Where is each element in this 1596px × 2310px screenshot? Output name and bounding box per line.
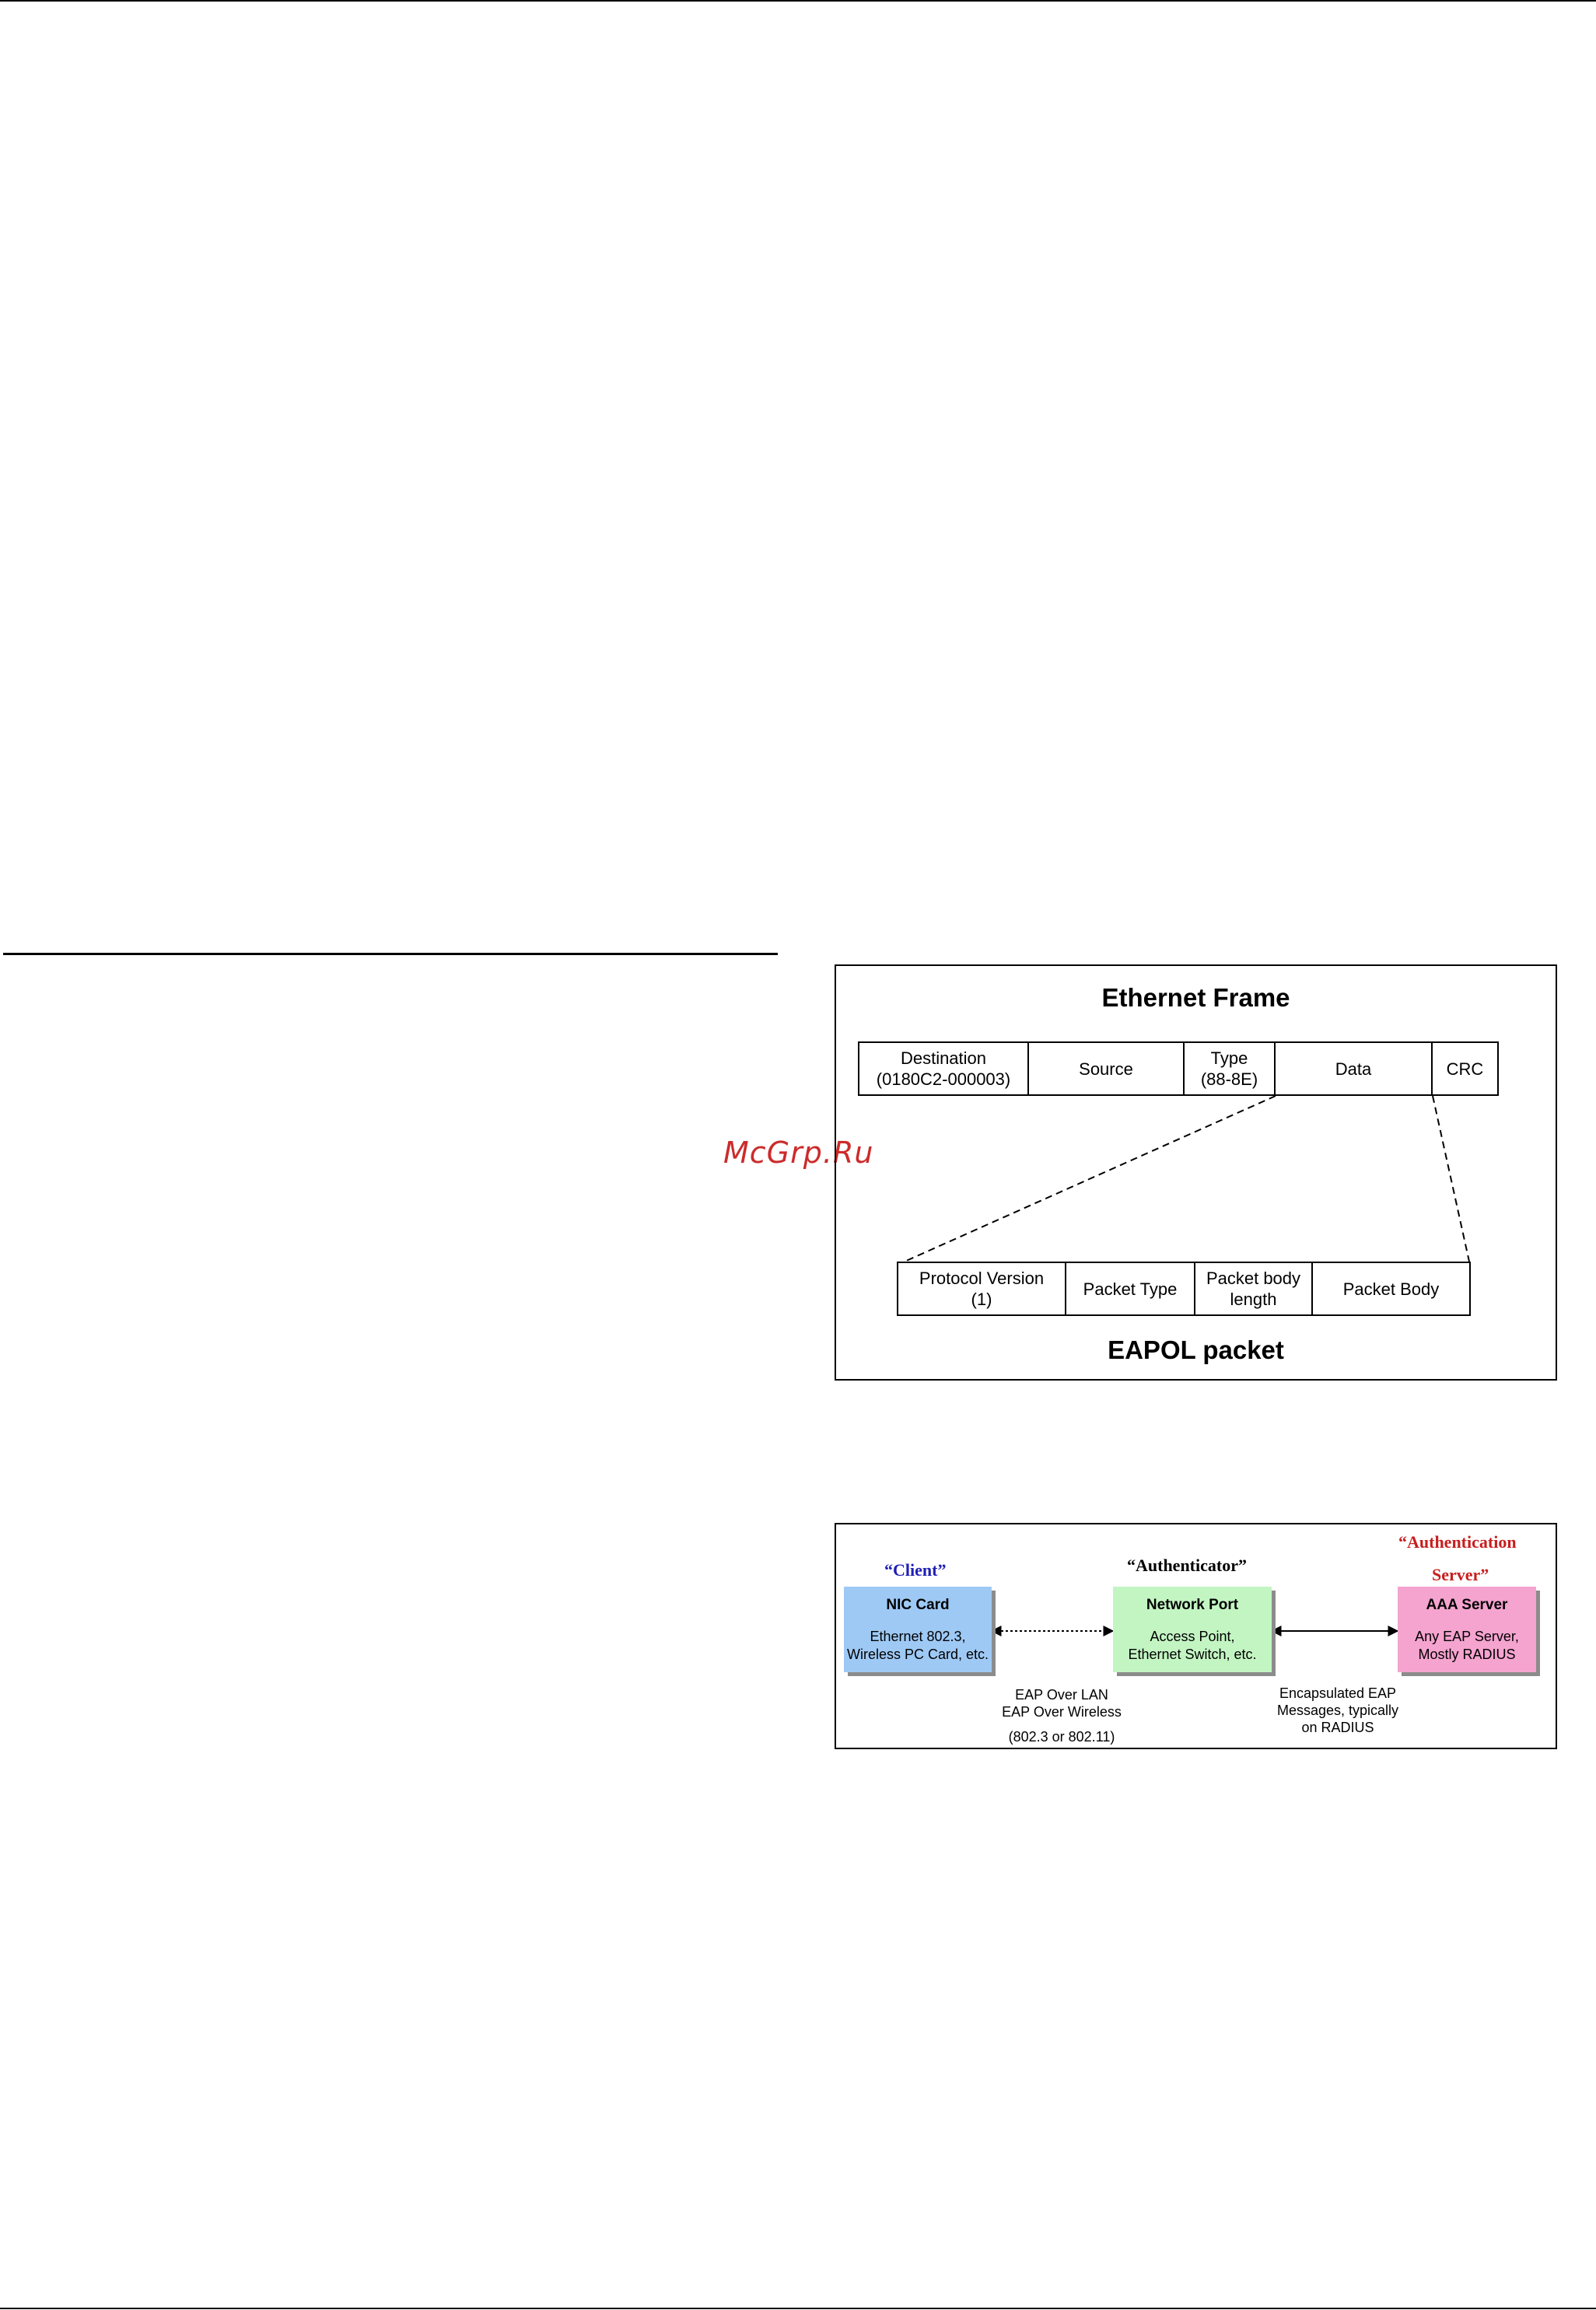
frame-field-source: Source [1029, 1041, 1185, 1096]
eapol-field-packet-body: Packet Body [1313, 1262, 1471, 1316]
ethernet-frame-figure: Ethernet Frame Destination (0180C2-00000… [835, 964, 1557, 1381]
client-box: NIC Card Ethernet 802.3, Wireless PC Car… [844, 1587, 992, 1672]
expansion-dashed-lines [904, 1095, 1470, 1262]
server-role-label-line2: Server” [1432, 1565, 1489, 1584]
authenticator-box: Network Port Access Point, Ethernet Swit… [1113, 1587, 1272, 1672]
authenticator-box-title: Network Port [1146, 1597, 1239, 1613]
client-link-label: EAP Over LAN EAP Over Wireless [1002, 1687, 1122, 1720]
frame-field-data: Data [1276, 1041, 1433, 1096]
authenticator-box-desc: Access Point, Ethernet Switch, etc. [1128, 1629, 1257, 1662]
server-box-desc: Any EAP Server, Mostly RADIUS [1415, 1629, 1519, 1662]
frame-field-type: Type (88-8E) [1185, 1041, 1276, 1096]
client-link-standard: (802.3 or 802.11) [1008, 1729, 1115, 1745]
section-divider [3, 953, 778, 955]
ethernet-frame-title: Ethernet Frame [1101, 983, 1290, 1012]
server-box-title: AAA Server [1426, 1597, 1508, 1613]
connection-arrows [990, 1626, 1399, 1636]
eapol-field-packet-body-length: Packet body length [1195, 1262, 1313, 1316]
client-box-title: NIC Card [886, 1597, 950, 1613]
server-box: AAA Server Any EAP Server, Mostly RADIUS [1398, 1587, 1536, 1672]
dashed-line-data-right [1432, 1095, 1470, 1262]
dashed-line-data-left [904, 1095, 1276, 1262]
watermark-text: McGrp.Ru [723, 1136, 874, 1170]
frame-field-destination: Destination (0180C2-000003) [858, 1041, 1029, 1096]
server-role-label-line1: “Authentication [1398, 1532, 1517, 1552]
eapol-field-packet-type: Packet Type [1066, 1262, 1195, 1316]
server-link-label: Encapsulated EAP Messages, typically on … [1276, 1685, 1399, 1735]
eapol-field-protocol-version: Protocol Version (1) [897, 1262, 1066, 1316]
authenticator-role-label: “Authenticator” [1127, 1556, 1247, 1575]
authentication-components-figure: “Client” “Authenticator” “Authentication… [835, 1523, 1557, 1749]
page-bottom-rule [0, 2308, 1596, 2309]
eapol-packet-caption: EAPOL packet [1108, 1335, 1284, 1364]
page-top-rule [0, 0, 1596, 2]
client-role-label: “Client” [884, 1560, 947, 1580]
frame-field-crc: CRC [1433, 1041, 1499, 1096]
client-box-desc: Ethernet 802.3, Wireless PC Card, etc. [846, 1629, 989, 1662]
